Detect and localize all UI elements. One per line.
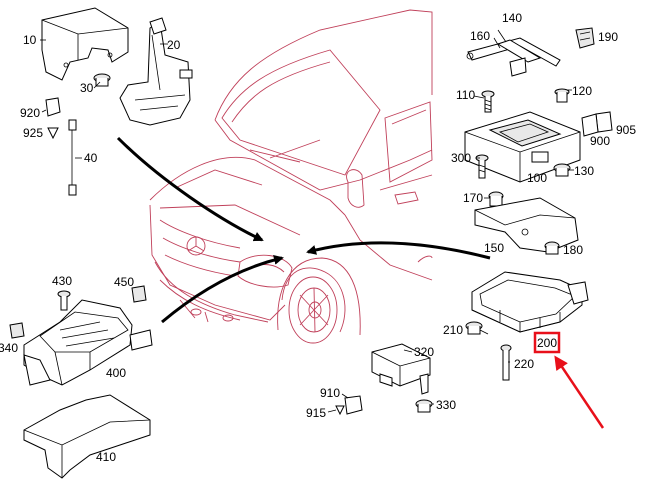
label-20: 20 [167, 38, 181, 52]
label-300: 300 [451, 151, 471, 165]
label-340: 340 [0, 341, 18, 355]
label-40: 40 [84, 151, 98, 165]
part-160-clip [509, 57, 527, 77]
label-900: 900 [590, 134, 610, 148]
highlight-group [533, 331, 605, 429]
label-320: 320 [414, 345, 434, 359]
label-330: 330 [436, 398, 456, 412]
label-150: 150 [484, 241, 504, 255]
part-130-nut [553, 163, 571, 177]
part-40-cable [68, 119, 77, 196]
label-910: 910 [320, 386, 340, 400]
label-190: 190 [598, 30, 618, 44]
label-100: 100 [527, 171, 547, 185]
label-130: 130 [574, 164, 594, 178]
part-320-module [371, 343, 431, 395]
label-140: 140 [502, 11, 522, 25]
label-200: 200 [537, 336, 557, 350]
label-120: 120 [572, 84, 592, 98]
part-340-clip [9, 322, 25, 339]
label-110: 110 [456, 88, 475, 102]
part-30-nut [93, 73, 111, 87]
part-430-screw [57, 290, 71, 311]
part-330-nut [415, 399, 433, 413]
label-160: 160 [470, 29, 490, 43]
label-210: 210 [443, 323, 463, 337]
part-10-cover [41, 7, 129, 81]
van-illustration [149, 9, 433, 344]
label-400: 400 [106, 366, 126, 380]
part-20-holder [119, 17, 193, 126]
label-905: 905 [616, 123, 636, 137]
part-920-connector [45, 97, 61, 117]
part-450-clip [131, 285, 147, 303]
label-220: 220 [514, 357, 534, 371]
label-410: 410 [96, 450, 116, 464]
label-180: 180 [563, 243, 583, 257]
label-170: 170 [463, 191, 483, 205]
part-200-tray [471, 271, 589, 333]
leader-lines [40, 29, 574, 413]
highlight-box-200 [533, 331, 561, 354]
highlight-arrow [554, 355, 605, 429]
part-910-connector [344, 395, 363, 415]
label-925: 925 [23, 126, 43, 140]
callout-arrows [116, 136, 491, 324]
label-450: 450 [114, 275, 134, 289]
part-400-fuse-box [23, 299, 153, 386]
label-920: 920 [20, 106, 40, 120]
part-900-plug [581, 113, 599, 137]
part-220-pin [500, 344, 512, 381]
part-210-nut [465, 321, 483, 335]
part-410-bracket [23, 394, 151, 479]
label-30: 30 [80, 81, 94, 95]
part-120-nut [554, 88, 570, 103]
label-430: 430 [52, 274, 72, 288]
part-915-pin [335, 405, 345, 416]
part-905-connector [595, 111, 613, 133]
label-915: 915 [306, 406, 326, 420]
part-300-screw [475, 154, 489, 179]
part-180-nut [544, 241, 560, 255]
part-labels: 10 20 30 920 925 40 140 160 190 110 120 … [0, 11, 636, 464]
part-100-control-unit [464, 111, 581, 183]
part-925-pin [47, 127, 59, 140]
arrow-right [306, 241, 491, 260]
arrow-left-bottom [161, 254, 284, 324]
part-170-nut [488, 191, 504, 207]
label-10: 10 [23, 33, 37, 47]
part-110-screw [481, 90, 495, 113]
part-190-clip [575, 27, 595, 49]
arrow-left-top [116, 136, 264, 242]
